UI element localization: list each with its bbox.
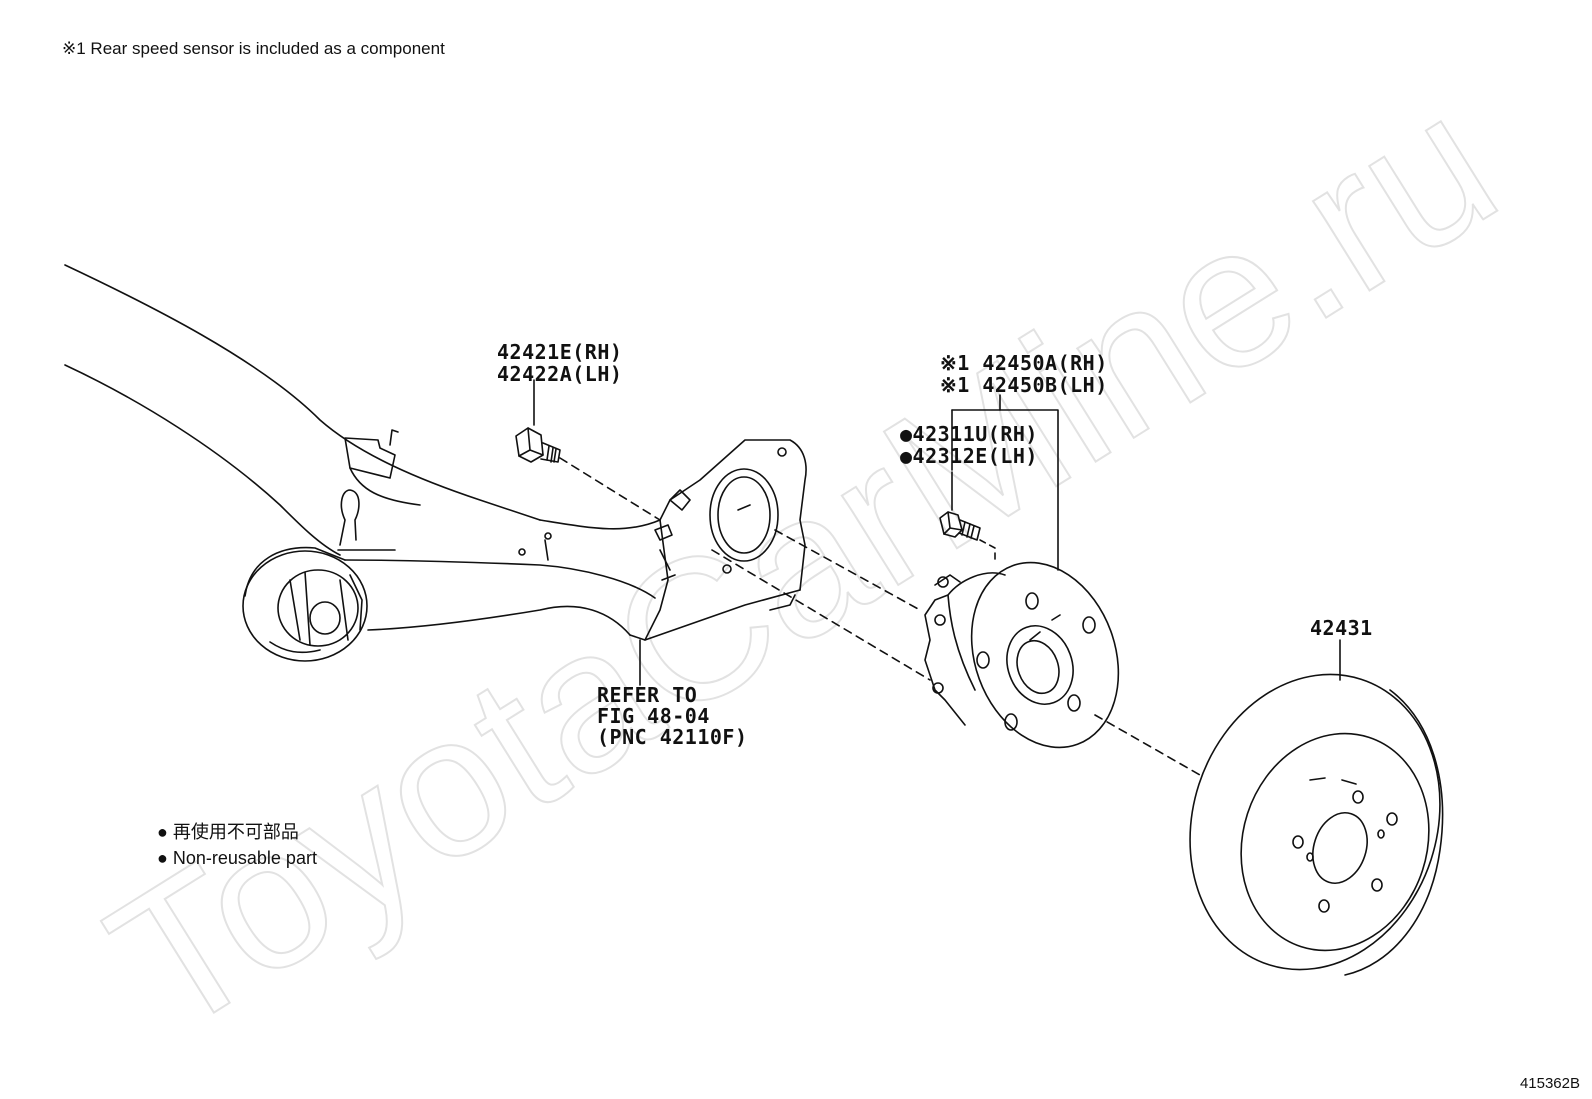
axle-beam-drawing (64, 264, 807, 686)
flange-bolt-drawing (515, 379, 661, 521)
part-label-disc[interactable]: 42431 (1310, 616, 1373, 640)
refer-line-1: REFER TO (597, 683, 698, 707)
part-label-stud-rh[interactable]: ●42311U(RH) (900, 422, 1038, 446)
hub-bolt-drawing (939, 471, 996, 561)
legend-english: ● Non-reusable part (157, 848, 317, 868)
brake-disc-drawing (1189, 639, 1444, 976)
refer-line-3[interactable]: (PNC 42110F) (597, 725, 748, 749)
part-label-bolt-lh[interactable]: 42422A(LH) (497, 362, 623, 386)
legend-japanese: ● 再使用不可部品 (157, 822, 299, 842)
hub-bearing-drawing (711, 394, 1201, 776)
part-label-bolt-rh[interactable]: 42421E(RH) (497, 340, 623, 364)
figure-id: 415362B (1519, 1075, 1580, 1092)
refer-line-2: FIG 48-04 (597, 704, 710, 728)
part-label-hub-rh[interactable]: ※1 42450A(RH) (940, 351, 1108, 375)
component-note: ※1 Rear speed sensor is included as a co… (62, 39, 445, 58)
part-label-hub-lh[interactable]: ※1 42450B(LH) (940, 373, 1108, 397)
part-label-stud-lh[interactable]: ●42312E(LH) (900, 444, 1038, 468)
